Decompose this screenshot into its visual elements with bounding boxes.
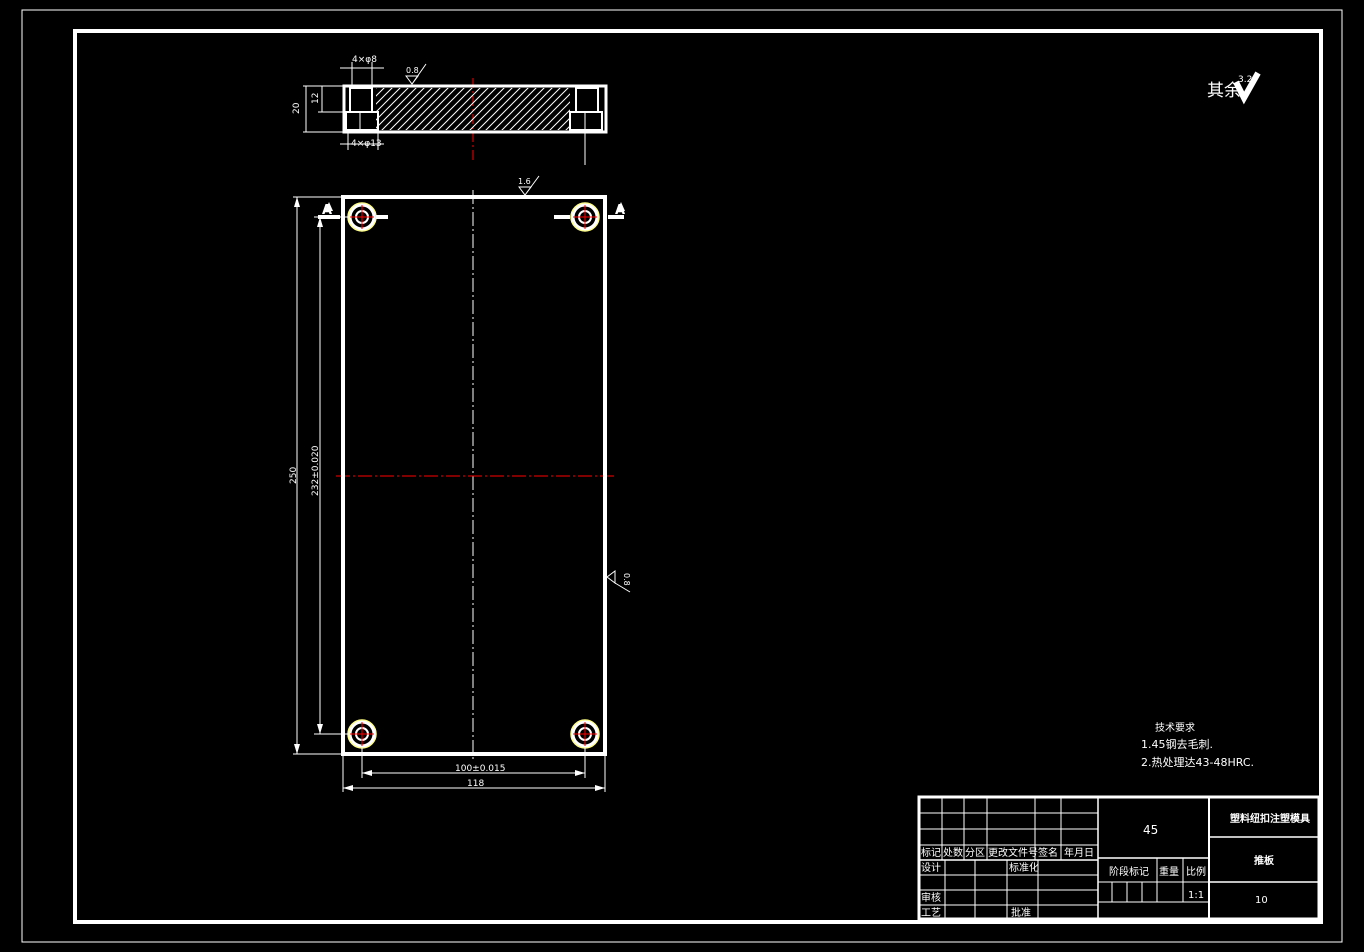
front-view: A A 1.6 0.8 250 232±0.020 100±0.015 xyxy=(289,175,631,792)
hole-bottom-left xyxy=(347,719,377,749)
tech-item-1: 1.45钢去毛刺. xyxy=(1141,738,1213,751)
tb-review: 审核 xyxy=(921,891,941,904)
tb-header-count: 处数 xyxy=(943,846,963,859)
plate-outline xyxy=(341,195,607,756)
tb-approve: 批准 xyxy=(1011,906,1031,919)
right-counterbore xyxy=(569,111,603,131)
hole-bottom-right xyxy=(570,719,600,749)
section-mark-right: A xyxy=(554,202,625,219)
tb-drawing-number: 10 xyxy=(1255,895,1268,906)
tb-material: 45 xyxy=(1143,823,1158,837)
inner-border xyxy=(73,29,1323,924)
roughness-symbol-icon xyxy=(606,570,631,593)
tb-design: 设计 xyxy=(921,861,941,874)
front-roughness-top: 1.6 xyxy=(518,177,531,186)
outer-border xyxy=(21,9,1343,943)
tech-requirements: 技术要求 1.45钢去毛刺. 2.热处理达43-48HRC. xyxy=(1141,721,1254,769)
roughness-symbol-icon xyxy=(405,63,427,85)
side-section-view: 4×φ8 4×φ13 20 12 0.8 xyxy=(292,55,608,165)
left-counterbore xyxy=(345,111,379,131)
tb-header-change-doc: 更改文件号 xyxy=(988,846,1038,859)
dim-width: 118 xyxy=(467,779,484,789)
tb-project-name: 塑料纽扣注塑模具 xyxy=(1230,812,1310,825)
section-label-right: A xyxy=(615,203,625,218)
section-label-left: A xyxy=(322,203,332,218)
roughness-check-icon xyxy=(1233,71,1261,105)
title-block: 标记 处数 分区 更改文件号 签名 年月日 设计 标准化 审核 工艺 批准 45… xyxy=(917,795,1321,921)
tb-header-zone: 分区 xyxy=(965,847,985,859)
front-roughness-side: 0.8 xyxy=(622,573,631,586)
dim-holes-top: 4×φ8 xyxy=(352,55,377,65)
right-hole-top xyxy=(575,87,599,113)
plate-section-outline xyxy=(342,84,608,134)
side-roughness: 0.8 xyxy=(406,66,419,75)
section-hatch xyxy=(376,88,570,130)
hole-top-left xyxy=(347,202,377,232)
tb-process: 工艺 xyxy=(921,907,941,919)
dim-counterbore: 12 xyxy=(311,93,321,104)
tb-stage-mark: 阶段标记 xyxy=(1109,865,1149,878)
tb-standard: 标准化 xyxy=(1009,861,1039,874)
general-roughness-label: 其余 xyxy=(1207,81,1241,101)
tech-title: 技术要求 xyxy=(1155,721,1195,734)
hole-top-right xyxy=(570,202,600,232)
tb-scale-label: 比例 xyxy=(1186,865,1206,878)
arrow-up-icon xyxy=(325,202,333,211)
general-roughness: 其余 3.2 xyxy=(1207,71,1261,105)
dim-length: 250 xyxy=(289,467,299,484)
title-block-frame xyxy=(917,795,1321,921)
tb-header-date: 年月日 xyxy=(1064,846,1094,859)
general-roughness-value: 3.2 xyxy=(1238,75,1252,85)
tb-scale-value: 1:1 xyxy=(1188,890,1204,901)
dim-hole-spacing-v: 232±0.020 xyxy=(311,445,321,496)
dim-holes-bottom: 4×φ13 xyxy=(351,139,382,149)
dim-hole-spacing-h: 100±0.015 xyxy=(455,764,505,774)
tech-item-2: 2.热处理达43-48HRC. xyxy=(1141,756,1254,769)
tb-header-mark: 标记 xyxy=(921,847,941,859)
left-hole-top xyxy=(349,87,373,113)
tb-part-name: 推板 xyxy=(1254,854,1275,867)
tb-weight: 重量 xyxy=(1159,865,1179,878)
roughness-symbol-icon xyxy=(518,175,540,196)
arrow-up-icon xyxy=(617,202,625,211)
tb-header-sign: 签名 xyxy=(1038,846,1058,859)
dim-thickness: 20 xyxy=(292,102,302,114)
